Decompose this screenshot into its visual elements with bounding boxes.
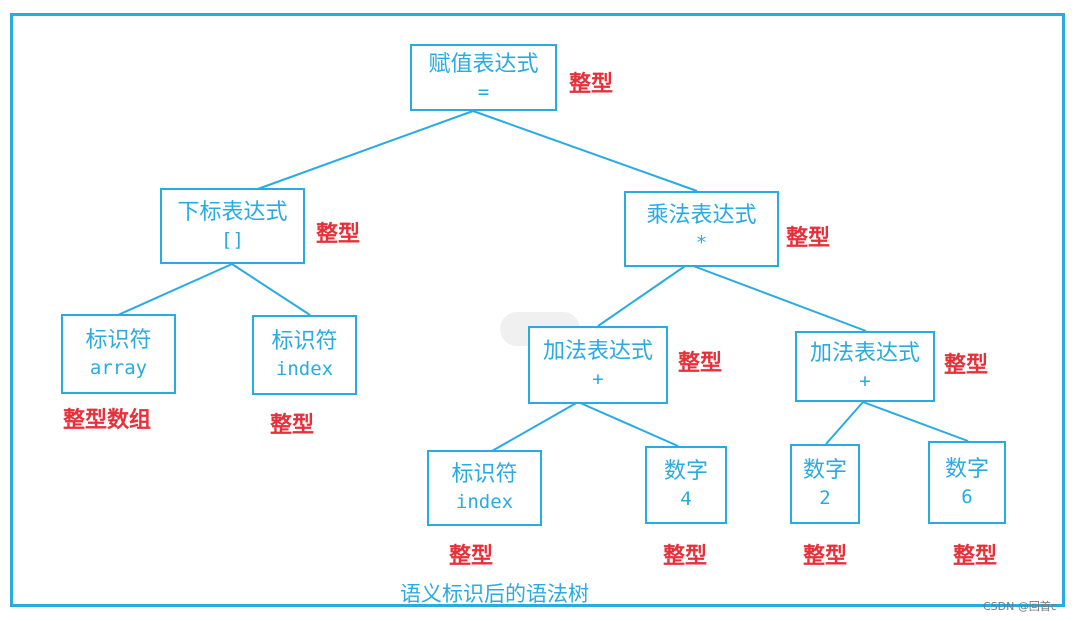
node-addition-expression-left: 加法表达式 +	[528, 326, 668, 404]
edge-mul-addright	[687, 263, 867, 332]
node-title: 标识符	[451, 462, 518, 487]
type-label-identifier-array: 整型数组	[63, 408, 152, 433]
type-label-root: 整型	[569, 72, 614, 97]
type-label-addition-left: 整型	[678, 351, 723, 376]
diagram-caption: 语义标识后的语法树	[400, 582, 589, 606]
node-assignment-expression: 赋值表达式 =	[410, 44, 557, 111]
type-label-number-6: 整型	[953, 544, 998, 569]
edge-index-array	[117, 263, 233, 316]
type-label-index-expression: 整型	[316, 222, 361, 247]
node-title: 标识符	[85, 328, 152, 353]
node-title: 下标表达式	[177, 200, 288, 225]
type-label-identifier-index-bottom: 整型	[449, 544, 494, 569]
node-title: 加法表达式	[809, 340, 920, 366]
node-addition-expression-right: 加法表达式 +	[795, 331, 935, 402]
node-title: 乘法表达式	[646, 203, 757, 228]
edge-addleft-num4	[577, 401, 679, 447]
node-symbol: +	[592, 368, 604, 390]
node-title: 数字	[802, 458, 847, 483]
edge-index-id	[231, 263, 311, 316]
node-symbol: +	[859, 369, 871, 392]
node-title: 标识符	[271, 329, 338, 354]
type-label-addition-right: 整型	[944, 353, 989, 378]
node-symbol: 2	[819, 487, 831, 509]
node-index-expression: 下标表达式 []	[160, 188, 305, 264]
node-symbol: array	[89, 357, 148, 379]
type-label-number-4: 整型	[663, 544, 708, 569]
node-symbol: 4	[680, 488, 692, 510]
edge-root-index	[254, 110, 474, 191]
watermark: CSDN @回首c	[983, 600, 1057, 613]
node-title: 赋值表达式	[428, 51, 539, 77]
node-symbol: index	[455, 491, 514, 513]
node-symbol: *	[695, 232, 708, 254]
node-symbol: index	[275, 358, 334, 380]
edge-mul-addleft	[597, 263, 689, 327]
type-label-identifier-index: 整型	[270, 413, 315, 438]
node-number-2: 数字 2	[790, 444, 860, 524]
diagram-frame	[10, 13, 1065, 607]
edge-addright-num2	[825, 401, 864, 445]
edge-addleft-id	[491, 401, 579, 452]
node-title: 数字	[663, 459, 708, 484]
type-label-multiplication-expression: 整型	[786, 226, 831, 251]
node-number-4: 数字 4	[645, 446, 727, 524]
node-number-6: 数字 6	[928, 441, 1006, 524]
node-identifier-index: 标识符 index	[252, 315, 357, 395]
node-symbol: 6	[961, 485, 973, 508]
edge-root-mul	[472, 110, 698, 192]
node-symbol: []	[221, 229, 244, 251]
node-title: 加法表达式	[542, 339, 653, 364]
node-multiplication-expression: 乘法表达式 *	[624, 191, 779, 267]
node-symbol: =	[477, 80, 490, 103]
node-identifier-array: 标识符 array	[61, 314, 176, 394]
edge-addright-num6	[862, 401, 969, 442]
type-label-number-2: 整型	[803, 544, 848, 569]
node-title: 数字	[944, 456, 989, 482]
node-identifier-index-bottom: 标识符 index	[427, 450, 542, 526]
